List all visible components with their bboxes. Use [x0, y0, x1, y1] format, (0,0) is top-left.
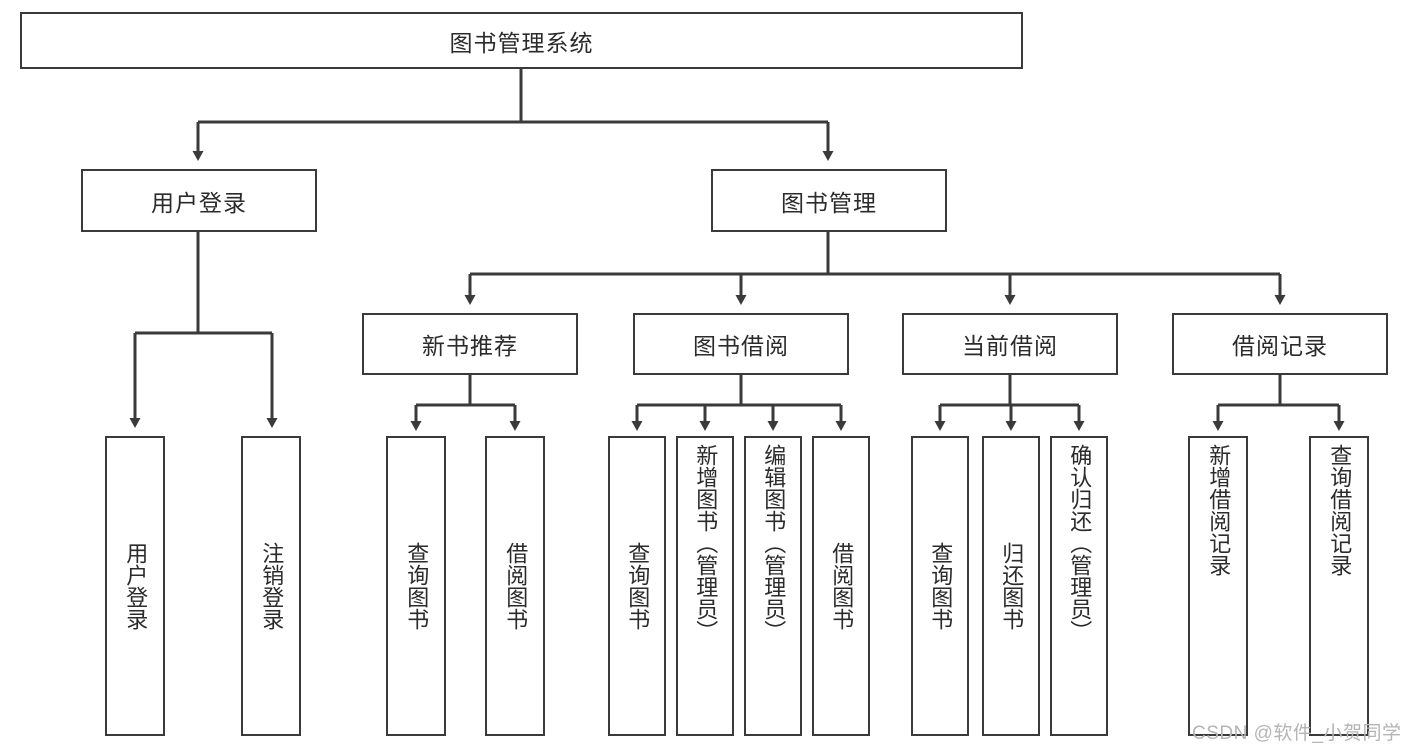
node-leaf-2-label: 查询图书 — [404, 542, 430, 630]
node-leaf-10[interactable]: 确认归还（管理员） — [1050, 436, 1108, 736]
node-level3-2-label: 当前借阅 — [962, 333, 1058, 359]
node-level3-1-label: 图书借阅 — [693, 333, 789, 359]
node-level3-0[interactable]: 新书推荐 — [362, 313, 578, 375]
node-leaf-0[interactable]: 用户登录 — [105, 436, 165, 736]
node-leaf-11-label: 新增借阅记录 — [1206, 444, 1232, 576]
node-leaf-3[interactable]: 借阅图书 — [485, 436, 545, 736]
node-level2-1-label: 图书管理 — [781, 189, 877, 216]
node-leaf-5-label: 新增图书（管理员） — [693, 444, 719, 642]
node-leaf-9-label: 归还图书 — [999, 542, 1025, 630]
watermark: CSDN @软件_小贺同学 — [1192, 723, 1402, 744]
node-leaf-4[interactable]: 查询图书 — [608, 436, 666, 736]
node-leaf-3-label: 借阅图书 — [503, 542, 529, 630]
node-leaf-12-label: 查询借阅记录 — [1327, 444, 1353, 576]
node-leaf-7-label: 借阅图书 — [829, 542, 855, 630]
node-level3-3-label: 借阅记录 — [1232, 333, 1328, 359]
node-leaf-5[interactable]: 新增图书（管理员） — [676, 436, 734, 736]
node-leaf-8[interactable]: 查询图书 — [911, 436, 969, 736]
node-leaf-6-label: 编辑图书（管理员） — [761, 444, 787, 642]
node-level3-1[interactable]: 图书借阅 — [633, 313, 849, 375]
node-leaf-10-label: 确认归还（管理员） — [1067, 444, 1093, 642]
node-leaf-8-label: 查询图书 — [928, 542, 954, 630]
node-leaf-6[interactable]: 编辑图书（管理员） — [744, 436, 802, 736]
node-leaf-2[interactable]: 查询图书 — [386, 436, 446, 736]
node-root-label: 图书管理系统 — [449, 29, 594, 56]
node-leaf-4-label: 查询图书 — [625, 542, 651, 630]
node-leaf-0-label: 用户登录 — [123, 542, 149, 630]
node-leaf-1-label: 注销登录 — [259, 542, 285, 630]
node-level2-0-label: 用户登录 — [151, 189, 247, 216]
node-leaf-7[interactable]: 借阅图书 — [812, 436, 870, 736]
node-level3-3[interactable]: 借阅记录 — [1172, 313, 1388, 375]
node-leaf-11[interactable]: 新增借阅记录 — [1188, 436, 1248, 736]
node-leaf-1[interactable]: 注销登录 — [241, 436, 301, 736]
node-level3-0-label: 新书推荐 — [422, 333, 518, 359]
node-level3-2[interactable]: 当前借阅 — [902, 313, 1118, 375]
node-leaf-9[interactable]: 归还图书 — [982, 436, 1040, 736]
node-level2-0[interactable]: 用户登录 — [81, 169, 317, 232]
node-level2-1[interactable]: 图书管理 — [711, 169, 947, 232]
node-root[interactable]: 图书管理系统 — [20, 12, 1023, 69]
node-leaf-12[interactable]: 查询借阅记录 — [1309, 436, 1369, 736]
